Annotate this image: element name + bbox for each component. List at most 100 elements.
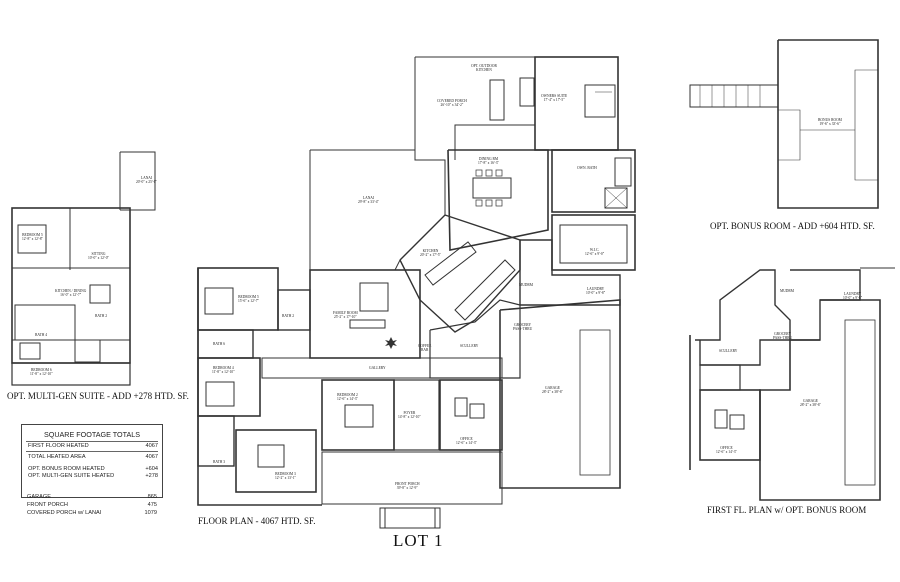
- room-name: FRONT PORCH: [395, 482, 420, 486]
- room-dimensions: 11'-8" x 12'-10": [212, 370, 235, 374]
- room-dimensions: 20'-2" x 17'-5": [420, 253, 441, 257]
- room-label-wic: W.I.C. 12'-6" x 9'-0": [585, 248, 604, 256]
- sqft-row: FIRST FLOOR HEATED 4067: [28, 443, 158, 450]
- room-label-r-scullery: SCULLERY: [719, 349, 737, 353]
- room-label-bedroom2: BEDROOM 2 12'-6" x 14'-3": [337, 393, 358, 401]
- room-name: BEDROOM 5: [22, 233, 43, 237]
- room-dimensions: 12'-6" x 14'-3": [456, 441, 477, 445]
- room-label-mg-bath2: BATH 2: [95, 314, 107, 318]
- room-label-garage: GARAGE 28'-2" x 38'-6": [542, 386, 563, 394]
- main-plan: [197, 56, 636, 529]
- room-name: BEDROOM 4: [213, 366, 234, 370]
- room-dimensions: 16'-0" x 12'-7": [60, 293, 82, 297]
- sqft-row: FRONT PORCH 475: [27, 502, 157, 509]
- room-label-covered-porch: COVERED PORCH 26'-10" x 34'-2": [437, 99, 467, 107]
- room-dimensions: 10'-0" x 9'-8": [843, 296, 863, 300]
- room-dimensions: 17'-4" x 17'-5": [543, 98, 565, 102]
- room-name: PASS-THRU: [773, 336, 793, 340]
- room-name: GROCERY: [774, 332, 792, 336]
- room-name: COFFEE: [418, 344, 432, 348]
- room-dimensions: 14'-8" x 12'-10": [398, 415, 421, 419]
- room-label-bath6: BATH 6: [213, 342, 225, 346]
- room-label-bedroom3: BEDROOM 3 12'-2" x 13'-1": [275, 472, 296, 480]
- room-dimensions: 25'-2" x 17'-10": [333, 315, 357, 319]
- room-name: BATH 2: [282, 314, 295, 318]
- room-dimensions: 10'-0" x 9'-8": [586, 291, 606, 295]
- room-label-r-grocery: GROCERY PASS-THRU: [773, 332, 792, 340]
- sqft-label: COVERED PORCH w/ LANAI: [27, 510, 102, 516]
- room-name: LAUNDRY: [586, 287, 605, 291]
- room-label-r-laundry: LAUNDRY 10'-0" x 9'-8": [843, 292, 862, 300]
- room-name: COVERED PORCH: [437, 99, 467, 103]
- room-name: SCULLERY: [719, 349, 738, 353]
- room-name: OWN. BATH: [577, 166, 597, 170]
- room-label-mg-sitting: SITTING 10'-0" x 12'-0": [88, 252, 109, 260]
- room-name: PASS-THRU: [513, 327, 533, 331]
- room-name: BEDROOM 6: [31, 368, 52, 372]
- room-name: BATH 6: [213, 342, 226, 346]
- room-name: FAMILY ROOM: [333, 311, 358, 315]
- room-label-coffee-bar: COFFEE BAR: [418, 344, 431, 352]
- sqft-value: 1079: [144, 510, 157, 516]
- room-dimensions: 12'-8" x 12'-8": [22, 237, 43, 241]
- room-label-r-office: OFFICE 12'-6" x 14'-3": [716, 446, 737, 454]
- room-name: KITCHEN: [476, 68, 492, 72]
- room-name: GARAGE: [545, 386, 560, 390]
- room-name: OFFICE: [460, 437, 473, 441]
- room-dimensions: 28'-2" x 38'-6": [800, 403, 821, 407]
- room-name: FOYER: [403, 411, 416, 415]
- caption-bonus: OPT. BONUS ROOM - ADD +604 HTD. SF.: [710, 221, 875, 231]
- room-label-mg-lanai: LANAI 20'-0" x 25'-0": [136, 176, 157, 184]
- room-label-outdoor-kitchen: OPT. OUTDOOR KITCHEN: [471, 64, 497, 72]
- caption-first-fl: FIRST FL. PLAN w/ OPT. BONUS ROOM: [707, 505, 867, 515]
- room-dimensions: 10'-0" x 12'-0": [88, 256, 109, 260]
- sqft-label: FRONT PORCH: [27, 502, 68, 508]
- room-dimensions: 12'-2" x 13'-1": [275, 476, 296, 480]
- room-dimensions: 17'-8" x 16'-3": [478, 161, 499, 165]
- room-name: W.I.C.: [589, 248, 600, 252]
- room-name: BATH 4: [35, 333, 48, 337]
- sqft-value: +604: [145, 466, 158, 472]
- sqft-row: COVERED PORCH w/ LANAI 1079: [27, 510, 157, 517]
- sqft-value: +278: [145, 473, 158, 479]
- room-dimensions: 11'-8" x 12'-10": [30, 372, 53, 376]
- sqft-row: TOTAL HEATED AREA 4067: [28, 454, 158, 461]
- room-dimensions: 29'-8" x 33'-4": [358, 200, 379, 204]
- room-name: LANAI: [140, 176, 153, 180]
- room-name: BATH 2: [95, 314, 108, 318]
- sqft-value: 4067: [145, 443, 158, 449]
- room-name: MUDRM: [780, 289, 794, 293]
- caption-multigen: OPT. MULTI-GEN SUITE - ADD +278 HTD. SF.: [7, 391, 189, 401]
- room-dimensions: 19'-6" x 33'-6": [819, 122, 841, 126]
- sqft-value: 865: [147, 494, 157, 500]
- room-label-family: FAMILY ROOM 25'-2" x 17'-10": [333, 311, 358, 319]
- room-name: GROCERY: [514, 323, 532, 327]
- room-label-r-mudrm: MUDRM: [780, 289, 794, 293]
- room-label-mudrm: MUDRM: [519, 283, 533, 287]
- room-name: LAUNDRY: [843, 292, 862, 296]
- room-label-office: OFFICE 12'-6" x 14'-3": [456, 437, 477, 445]
- drawing-title: LOT 1: [393, 531, 444, 550]
- room-label-bedroom5: BEDROOM 5 15'-6" x 12'-7": [238, 295, 259, 303]
- multigen-plan: [11, 151, 156, 386]
- sqft-label: FIRST FLOOR HEATED: [28, 443, 89, 449]
- sqft-extra-rows: GARAGE 865 FRONT PORCH 475 COVERED PORCH…: [21, 494, 163, 522]
- room-name: KITCHEN / DINING: [55, 289, 87, 293]
- sqft-label: GARAGE: [27, 494, 51, 500]
- room-name: BAR: [421, 348, 429, 352]
- sqft-table-header: SQUARE FOOTAGE TOTALS: [43, 430, 141, 439]
- room-name: MUDRM: [519, 283, 533, 287]
- room-dimensions: 12'-6" x 9'-0": [585, 252, 605, 256]
- room-name: BEDROOM 3: [275, 472, 296, 476]
- room-label-foyer: FOYER 14'-8" x 12'-10": [398, 411, 421, 419]
- first-fl-plan: [689, 267, 895, 501]
- divider: [26, 451, 158, 452]
- sqft-row: GARAGE 865: [27, 494, 157, 501]
- caption-floor-plan: FLOOR PLAN - 4067 HTD. SF.: [198, 516, 316, 526]
- room-name: SCULLERY: [460, 344, 479, 348]
- room-name: KITCHEN: [422, 249, 439, 253]
- room-name: BATH 3: [213, 460, 226, 464]
- room-label-mg-bath4: BATH 4: [35, 333, 47, 337]
- room-label-owners-bath: OWN. BATH: [577, 166, 597, 170]
